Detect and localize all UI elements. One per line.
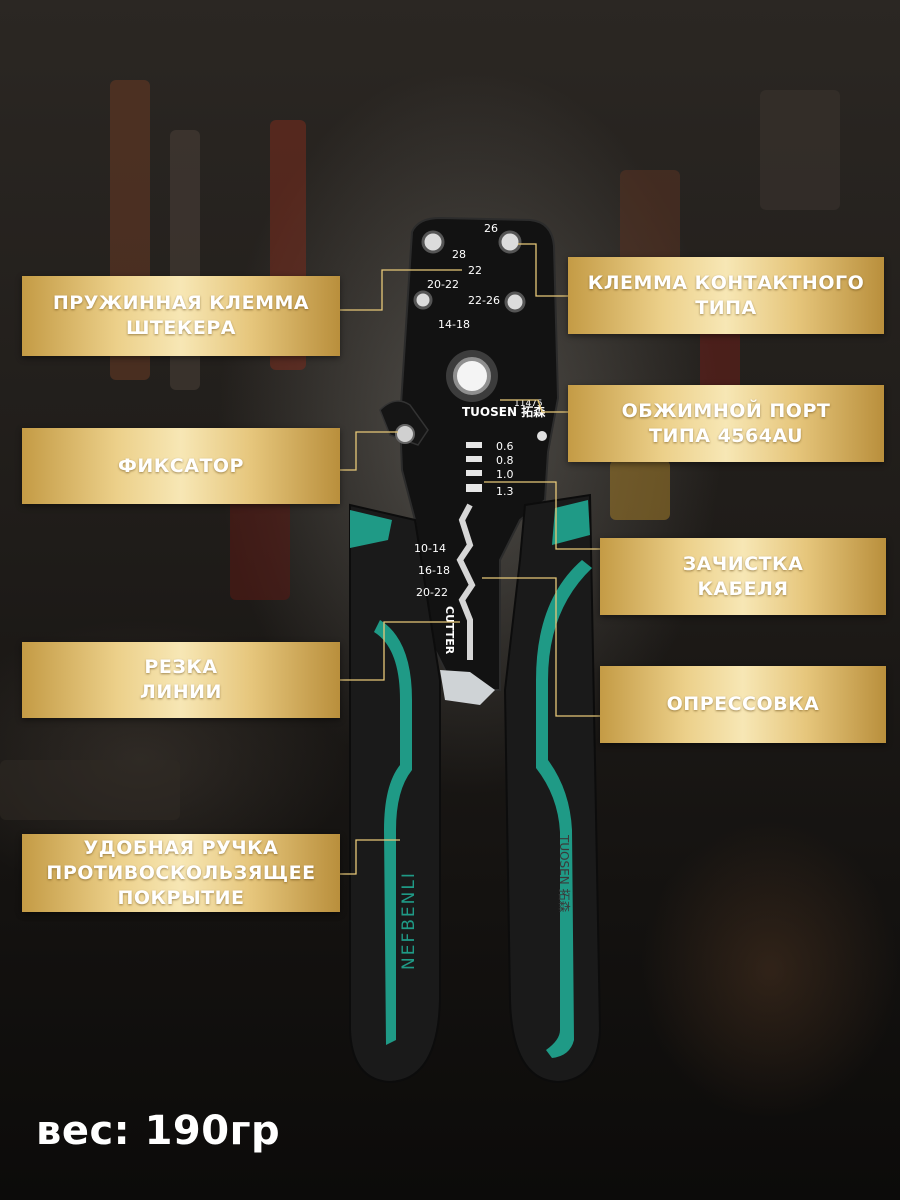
right-handle-teal-grip (552, 500, 590, 545)
model-number: 11475 (514, 399, 543, 409)
label-text: ТИПА (695, 296, 757, 319)
label-line-cutting: РЕЗКА ЛИНИИ (22, 642, 340, 718)
label-text: ЗАЧИСТКА (682, 552, 804, 575)
background-tool-rack (0, 760, 180, 820)
connector-handle (340, 839, 400, 875)
label-spring-terminal: ПРУЖИННАЯ КЛЕММА ШТЕКЕРА (22, 276, 340, 356)
connector-contact-terminal (518, 243, 568, 297)
left-handle-teal-stripe (374, 620, 412, 1045)
label-text: ШТЕКЕРА (125, 317, 237, 339)
awg-size: 20-22 (416, 586, 448, 599)
right-handle-teal-stripe (536, 560, 592, 1058)
strip-notch (466, 470, 482, 476)
size-mark: 26 (484, 222, 498, 235)
rivet-top-right (498, 230, 522, 254)
brand-head: TUOSEN 拓森 (462, 404, 546, 419)
connector-spring-terminal (340, 269, 462, 311)
label-text: ОПРЕССОВКА (666, 693, 820, 715)
handle-brand-left: NEFBENLI (399, 871, 419, 970)
connector-crimping (482, 577, 600, 717)
rivet-mid-left (413, 290, 433, 310)
background-tool-rack (760, 90, 840, 210)
label-crimping: ОПРЕССОВКА (600, 666, 886, 743)
weight-text: вес: 190гр (36, 1108, 281, 1154)
label-text: КАБЕЛЯ (697, 577, 789, 600)
pivot-glint (446, 350, 498, 402)
strip-size: 0.6 (496, 440, 514, 453)
label-text: КЛЕММА КОНТАКТНОГО (587, 271, 865, 294)
label-text: ПРОТИВОСКОЛЬЗЯЩЕЕ (46, 861, 316, 884)
pivot-bolt (453, 357, 491, 395)
strip-notch (466, 484, 482, 492)
strip-size: 1.3 (496, 485, 514, 498)
strip-notch (466, 456, 482, 462)
awg-size: 10-14 (414, 542, 446, 555)
label-text: РЕЗКА (144, 656, 218, 678)
connector-lines (340, 243, 600, 875)
label-text: ПРУЖИННАЯ КЛЕММА (52, 292, 310, 314)
small-rivet (537, 431, 547, 441)
strip-notch (466, 442, 482, 448)
blade-highlight (440, 670, 495, 705)
awg-size: 16-18 (418, 564, 450, 577)
lock-rivet (395, 424, 415, 444)
size-mark: 28 (452, 248, 466, 261)
label-text: ОБЖИМНОЙ ПОРТ (621, 399, 831, 422)
label-lock: ФИКСАТОР (22, 428, 340, 504)
size-mark: 14-18 (438, 318, 470, 331)
lock-lever (379, 400, 429, 446)
label-text: ПОКРЫТИЕ (117, 886, 245, 909)
rivet-top-left (421, 230, 445, 254)
connector-cutting (340, 621, 460, 681)
background-tool-rack (610, 460, 670, 520)
background-cables (640, 820, 900, 1120)
label-text: ТИПА 4564AU (648, 424, 803, 447)
strip-size: 0.8 (496, 454, 514, 467)
connector-lock (340, 431, 398, 471)
connector-stripping (484, 481, 600, 550)
label-text: УДОБНАЯ РУЧКА (83, 836, 279, 859)
left-handle-teal-grip (350, 510, 392, 548)
connector-crimp-port (500, 399, 568, 413)
handle-brand-right: TUOSEN 拓森 (557, 834, 572, 913)
label-text: ЛИНИИ (140, 681, 222, 703)
cutter-text: CUTTER (443, 606, 456, 655)
size-mark: 22-26 (468, 294, 500, 307)
rivet-mid-right (504, 291, 526, 313)
strip-size: 1.0 (496, 468, 514, 481)
size-mark: 20-22 (427, 278, 459, 291)
label-text: ФИКСАТОР (118, 454, 244, 477)
size-mark: 22 (468, 264, 482, 277)
crimp-profile (456, 503, 476, 660)
